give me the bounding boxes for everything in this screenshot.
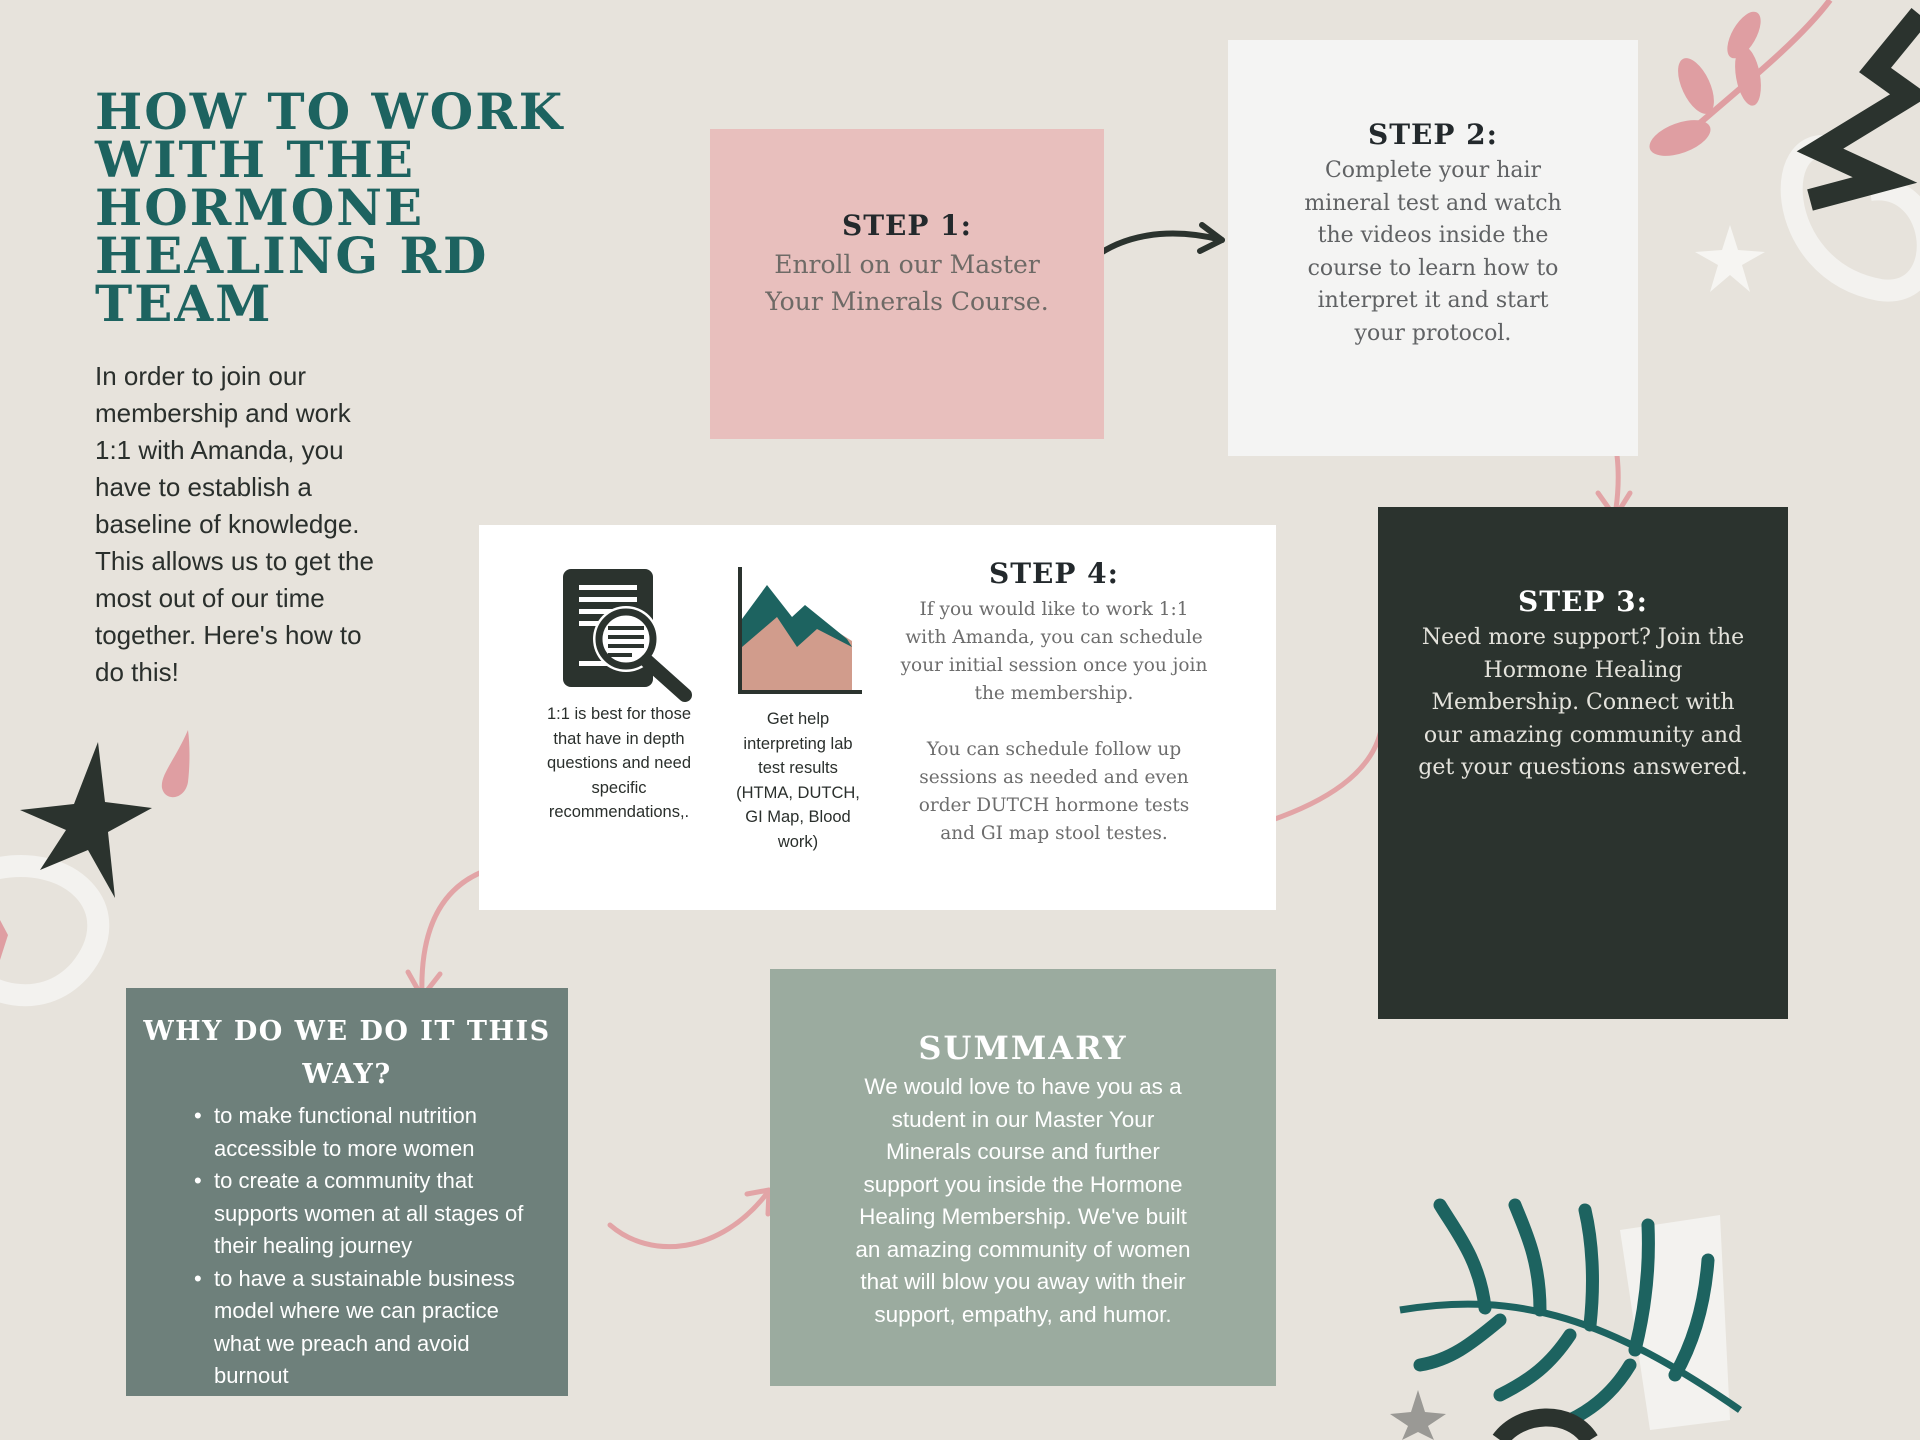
step4-card: 1:1 is best for those that have in depth… (479, 525, 1276, 910)
why-item: to make functional nutrition accessible … (194, 1100, 532, 1165)
step3-title: STEP 3: (1517, 585, 1649, 618)
decor-bottom-right-leaf (1390, 1198, 1742, 1440)
summary-body: We would love to have you as a student i… (855, 1074, 1191, 1327)
area-chart-icon (738, 567, 862, 694)
step1-body: Enroll on our Master Your Minerals Cours… (765, 250, 1049, 316)
icon2-caption: Get help interpreting lab test results (… (736, 710, 860, 851)
why-title: WHY DO WE DO IT THIS WAY? (143, 1016, 551, 1090)
page-title: HOW TO WORK WITH THE HORMONE HEALING RD … (95, 82, 565, 333)
step1-card: STEP 1: Enroll on our Master Your Minera… (710, 129, 1104, 439)
step4-title: STEP 4: (988, 557, 1120, 590)
why-item: to have a sustainable business model whe… (194, 1263, 532, 1393)
step2-card: STEP 2: Complete your hair mineral test … (1228, 40, 1638, 456)
step2-body: Complete your hair mineral test and watc… (1304, 158, 1562, 346)
step4-body-2: You can schedule follow up sessions as n… (918, 739, 1190, 844)
decor-left-star (0, 730, 190, 1007)
why-card: WHY DO WE DO IT THIS WAY? to make functi… (126, 988, 568, 1396)
decor-top-right (1649, 0, 1920, 302)
step3-body: Need more support? Join the Hormone Heal… (1418, 625, 1748, 780)
step2-title: STEP 2: (1367, 118, 1499, 151)
arrow-why-to-summary (607, 1187, 772, 1250)
why-list: to make functional nutrition accessible … (126, 1100, 568, 1393)
why-item: to create a community that supports wome… (194, 1165, 532, 1263)
step4-body-1: If you would like to work 1:1 with Amand… (900, 599, 1208, 704)
step1-title: STEP 1: (841, 209, 973, 242)
intro-paragraph: In order to join our membership and work… (95, 361, 374, 687)
step4-text: STEP 4: If you would like to work 1:1 wi… (899, 557, 1209, 848)
summary-title: SUMMARY (918, 1029, 1128, 1067)
document-search-icon (563, 569, 692, 702)
icon1-caption: 1:1 is best for those that have in depth… (546, 705, 692, 821)
summary-card: SUMMARY We would love to have you as a s… (770, 969, 1276, 1386)
step3-card: STEP 3: Need more support? Join the Horm… (1378, 507, 1788, 1019)
